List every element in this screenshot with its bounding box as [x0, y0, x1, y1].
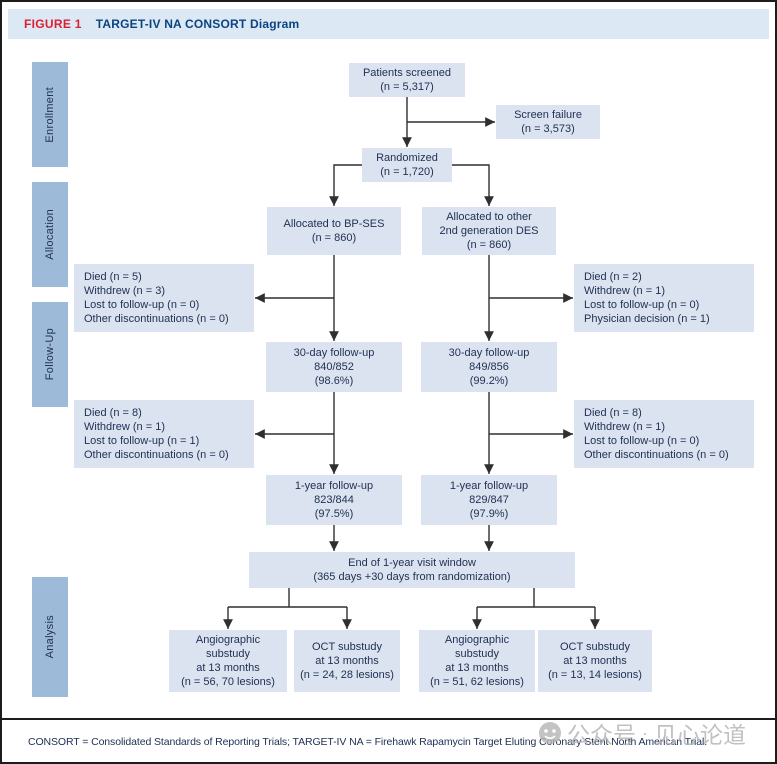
box-line: Withdrew (n = 3): [84, 285, 165, 297]
box-line: Screen failure: [514, 109, 582, 121]
box-line: Lost to follow-up (n = 0): [84, 299, 200, 311]
box-line: at 13 months: [563, 655, 627, 667]
box-line: (97.9%): [469, 508, 509, 520]
box-line: 1-year follow-up: [449, 480, 529, 492]
box-line: at 13 months: [445, 662, 509, 674]
box-line: 2nd generation DES: [439, 225, 539, 237]
box-line: 829/847: [469, 494, 509, 506]
figure-header: FIGURE 1 TARGET-IV NA CONSORT Diagram: [8, 9, 769, 39]
sidebar-label-text: Allocation: [44, 209, 56, 260]
box-line: Angiographic: [195, 634, 261, 646]
box-line: (n = 13, 14 lesions): [548, 669, 642, 681]
box-line: Randomized: [376, 152, 438, 164]
box-line: Died (n = 8): [584, 407, 642, 419]
box-line: 849/856: [469, 361, 509, 373]
box-line: (n = 56, 70 lesions): [181, 676, 275, 688]
box-line: (n = 51, 62 lesions): [430, 676, 524, 688]
box-line: Lost to follow-up (n = 0): [584, 299, 700, 311]
box-line: at 13 months: [196, 662, 260, 674]
box-line: (n = 1,720): [380, 166, 434, 178]
sidebar-label-enrollment: Enrollment: [32, 62, 68, 167]
box-patients-screened: Patients screened (n = 5,317): [349, 63, 465, 97]
box-line: (97.5%): [314, 508, 354, 520]
box-oct-substudy-left: OCT substudy at 13 months (n = 24, 28 le…: [294, 630, 400, 692]
box-screen-failure: Screen failure (n = 3,573): [496, 105, 600, 139]
box-line: Patients screened: [362, 67, 452, 79]
box-line: Lost to follow-up (n = 1): [84, 435, 200, 447]
box-line: (n = 5,317): [380, 81, 434, 93]
sidebar-label-text: Follow-Up: [44, 328, 56, 381]
box-line: 30-day follow-up: [448, 347, 530, 359]
box-line: Died (n = 8): [84, 407, 142, 419]
box-line: 823/844: [314, 494, 354, 506]
box-randomized: Randomized (n = 1,720): [362, 148, 452, 182]
figure-footnote: CONSORT = Consolidated Standards of Repo…: [2, 718, 775, 762]
box-line: Died (n = 2): [584, 271, 642, 283]
box-line: Lost to follow-up (n = 0): [584, 435, 700, 447]
box-line: (365 days +30 days from randomization): [313, 571, 511, 583]
box-30day-followup-right: 30-day follow-up 849/856 (99.2%): [421, 342, 557, 392]
box-line: Other discontinuations (n = 0): [84, 449, 229, 461]
box-line: Withdrew (n = 1): [584, 421, 665, 433]
box-line: (99.2%): [469, 375, 509, 387]
box-allocated-des: Allocated to other 2nd generation DES (n…: [422, 207, 556, 255]
sidebar-label-text: Analysis: [44, 615, 56, 659]
box-line: Withdrew (n = 1): [584, 285, 665, 297]
box-angiographic-substudy-left: Angiographic substudy at 13 months (n = …: [169, 630, 287, 692]
box-dropout-left-30d: Died (n = 5) Withdrew (n = 3) Lost to fo…: [74, 264, 254, 332]
box-line: at 13 months: [315, 655, 379, 667]
box-dropout-right-1y: Died (n = 8) Withdrew (n = 1) Lost to fo…: [574, 400, 754, 468]
sidebar-label-text: Enrollment: [44, 86, 56, 143]
box-dropout-right-30d: Died (n = 2) Withdrew (n = 1) Lost to fo…: [574, 264, 754, 332]
box-line: substudy: [205, 648, 251, 660]
sidebar-label-analysis: Analysis: [32, 577, 68, 697]
box-line: substudy: [454, 648, 500, 660]
box-allocated-bpses: Allocated to BP-SES (n = 860): [267, 207, 401, 255]
box-line: (n = 3,573): [521, 123, 575, 135]
box-line: Allocated to BP-SES: [283, 218, 385, 230]
box-end-visit-window: End of 1-year visit window (365 days +30…: [249, 552, 575, 588]
box-line: Physician decision (n = 1): [584, 313, 710, 325]
box-1year-followup-left: 1-year follow-up 823/844 (97.5%): [266, 475, 402, 525]
box-line: (n = 860): [466, 239, 512, 251]
box-line: 1-year follow-up: [294, 480, 374, 492]
box-line: Other discontinuations (n = 0): [84, 313, 229, 325]
box-line: Withdrew (n = 1): [84, 421, 165, 433]
box-line: (n = 860): [311, 232, 357, 244]
box-dropout-left-1y: Died (n = 8) Withdrew (n = 1) Lost to fo…: [74, 400, 254, 468]
figure-title: TARGET-IV NA CONSORT Diagram: [95, 17, 300, 31]
box-30day-followup-left: 30-day follow-up 840/852 (98.6%): [266, 342, 402, 392]
box-line: Other discontinuations (n = 0): [584, 449, 729, 461]
sidebar-label-allocation: Allocation: [32, 182, 68, 287]
footnote-text: CONSORT = Consolidated Standards of Repo…: [28, 736, 708, 748]
box-oct-substudy-right: OCT substudy at 13 months (n = 13, 14 le…: [538, 630, 652, 692]
box-line: OCT substudy: [559, 641, 631, 653]
box-line: Allocated to other: [446, 211, 532, 223]
box-line: End of 1-year visit window: [348, 557, 476, 569]
box-line: Angiographic: [444, 634, 510, 646]
figure-label: FIGURE 1: [24, 17, 82, 31]
box-line: (98.6%): [314, 375, 354, 387]
box-line: OCT substudy: [311, 641, 383, 653]
box-line: 840/852: [314, 361, 354, 373]
box-line: 30-day follow-up: [293, 347, 375, 359]
box-angiographic-substudy-right: Angiographic substudy at 13 months (n = …: [419, 630, 535, 692]
box-1year-followup-right: 1-year follow-up 829/847 (97.9%): [421, 475, 557, 525]
box-line: (n = 24, 28 lesions): [300, 669, 394, 681]
box-line: Died (n = 5): [84, 271, 142, 283]
sidebar-label-followup: Follow-Up: [32, 302, 68, 407]
